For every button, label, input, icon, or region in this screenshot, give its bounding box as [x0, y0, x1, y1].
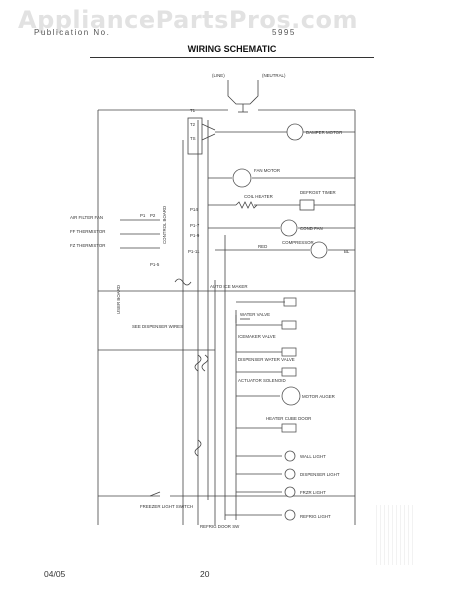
red-label: RED	[258, 244, 267, 249]
title-underline	[90, 57, 374, 58]
dispenser-light-icon	[284, 468, 296, 480]
icemaker-valve-label: ICEMAKER VALVE	[238, 334, 276, 339]
dispenser-valve-icon	[281, 347, 297, 357]
freezer-light-label: FRZR LIGHT	[300, 490, 326, 495]
defrost-timer-label: DEFROST TIMER	[300, 190, 336, 195]
door-switch-label: FREEZER LIGHT SWITCH	[140, 504, 193, 509]
page-title: WIRING SCHEMATIC	[187, 44, 277, 54]
p15-label: P1-5	[150, 262, 160, 267]
p19-label: P1-9	[190, 233, 200, 238]
bl-label: BL	[344, 249, 350, 254]
actuator-label: ACTUATOR SOLENOID	[238, 378, 286, 383]
t1-label: T1	[190, 108, 196, 113]
damper-motor-icon	[286, 123, 304, 141]
dispenser-valve-label: DISPENSER WATER VALVE	[238, 357, 295, 362]
user-board-label: USER BOARD	[116, 285, 121, 314]
publication-label: Publication No.	[34, 28, 111, 37]
wall-light-label: WALL LIGHT	[300, 454, 326, 459]
compressor-icon	[310, 241, 328, 259]
heater-door-label: HEATER CUBE DOOR	[266, 416, 311, 421]
refrig-light-label: REFRIG LIGHT	[300, 514, 331, 519]
p2-label: P2	[150, 213, 156, 218]
compressor-label: COMPRESSOR	[282, 240, 314, 245]
site-watermark: AppliancePartsPros.com	[18, 6, 358, 34]
wiring-schematic: (LINE) (NEUTRAL) T1 T2 TS DAMPER MOTOR F…	[70, 73, 356, 529]
line-label: (LINE)	[212, 73, 225, 78]
refrig-door-switch-label: REFRIG DOOR SW	[200, 524, 240, 529]
fan-motor-icon	[232, 168, 252, 188]
icemaker-valve-icon	[281, 320, 297, 330]
control-board-label: CONTROL BOARD	[162, 206, 167, 244]
water-valve-icon	[283, 297, 297, 307]
scan-artifact	[376, 505, 416, 565]
wall-light-icon	[284, 450, 296, 462]
actuator-icon	[281, 367, 297, 377]
cond-fan-icon	[280, 219, 298, 237]
footer-date: 04/05	[44, 569, 66, 579]
ts-label: TS	[190, 136, 196, 141]
fan-motor-label: FAN MOTOR	[254, 168, 280, 173]
coil-heater-label: COIL HEATER	[244, 194, 273, 199]
refrig-light-icon	[284, 509, 296, 521]
motor-auger-label: MOTOR AUGER	[302, 394, 335, 399]
p111-label: P1-11	[188, 249, 200, 254]
neutral-label: (NEUTRAL)	[262, 73, 286, 78]
cond-fan-label: COND FAN	[300, 226, 323, 231]
freezer-light-icon	[284, 486, 296, 498]
dispenser-wires-label: SEE DISPENSER WIRES	[132, 324, 183, 329]
p14-label: P14	[190, 207, 198, 212]
air-filter-fan-label: AIR FILTER FAN	[70, 215, 103, 220]
fz-thermistor-label: FZ THERMISTOR	[70, 243, 105, 248]
water-valve-label: WATER VALVE	[240, 312, 270, 317]
ff-thermistor-label: FF THERMISTOR	[70, 229, 105, 234]
dispenser-light-label: DISPENSER LIGHT	[300, 472, 340, 477]
page-number: 20	[200, 569, 210, 579]
auto-ice-maker-label: AUTO ICE MAKER	[210, 284, 248, 289]
p1-label: P1	[140, 213, 146, 218]
motor-auger-icon	[281, 386, 301, 406]
publication-number: 5995	[272, 28, 296, 37]
damper-motor-label: DAMPER MOTOR	[306, 130, 342, 135]
t2-label: T2	[190, 122, 196, 127]
heater-door-icon	[281, 423, 297, 433]
p17-label: P1-7	[190, 223, 200, 228]
